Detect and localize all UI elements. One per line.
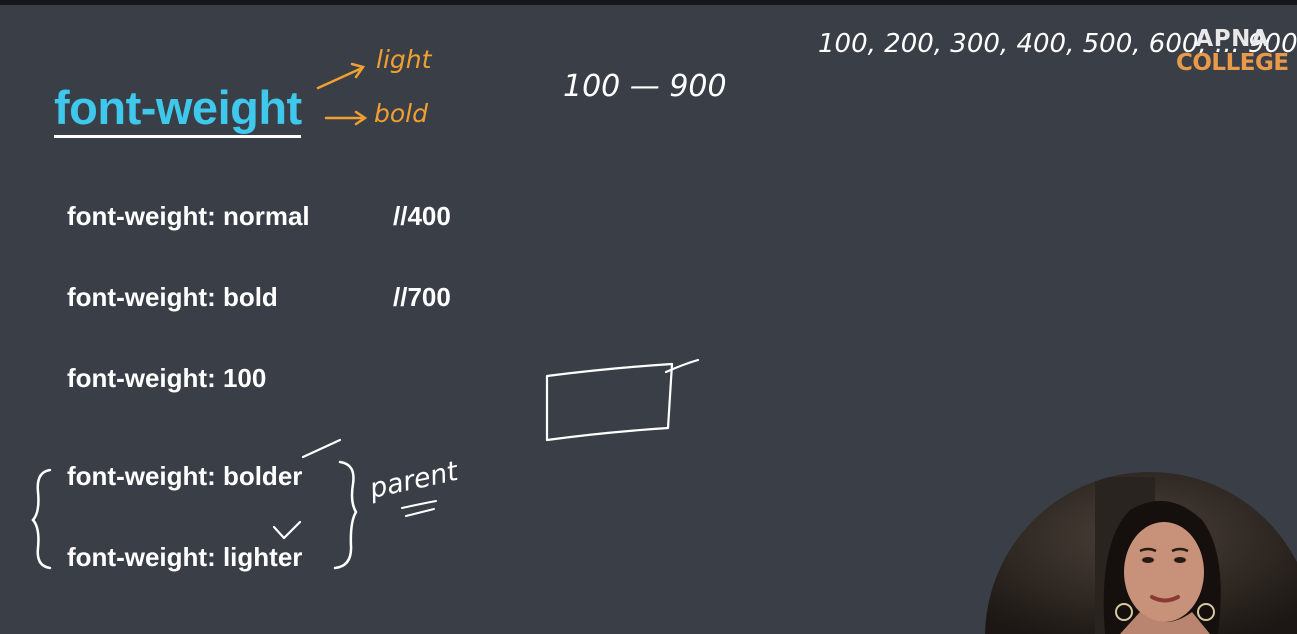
curly-brace-icon — [31, 468, 52, 570]
comment-400: //400 — [393, 201, 451, 231]
code-line-normal: font-weight: normal — [67, 201, 310, 231]
drawn-box — [545, 358, 700, 442]
code-line-100: font-weight: 100 — [67, 363, 267, 393]
logo-bottom-text: COLLEGE — [1176, 50, 1289, 76]
code-line-bolder: font-weight: bolder — [67, 461, 303, 491]
top-bar — [0, 0, 1297, 5]
check-icon — [301, 438, 342, 459]
title-underline — [54, 135, 301, 138]
presenter-image — [985, 472, 1297, 634]
logo-top-text: APNA — [1195, 26, 1270, 52]
comment-700: //700 — [393, 282, 451, 312]
code-line-bold: font-weight: bold — [67, 282, 278, 312]
slide-title: font-weight — [54, 81, 302, 134]
code-line-lighter: font-weight: lighter — [67, 542, 303, 572]
arrow-right-icon — [316, 62, 366, 90]
curly-brace-icon — [333, 460, 358, 570]
annotation-parent: parent — [366, 456, 462, 505]
annotation-scale: 100, 200, 300, 400, 500, 600, ... 900 — [818, 29, 1297, 59]
arrow-right-icon — [324, 110, 368, 126]
annotation-light: light — [376, 45, 433, 74]
presenter-webcam — [980, 472, 1297, 634]
annotation-range: 100 — 900 — [563, 69, 727, 104]
check-icon — [272, 520, 302, 540]
annotation-bold: bold — [374, 99, 428, 128]
apna-college-logo: APNA COLLEGE — [1176, 28, 1289, 75]
